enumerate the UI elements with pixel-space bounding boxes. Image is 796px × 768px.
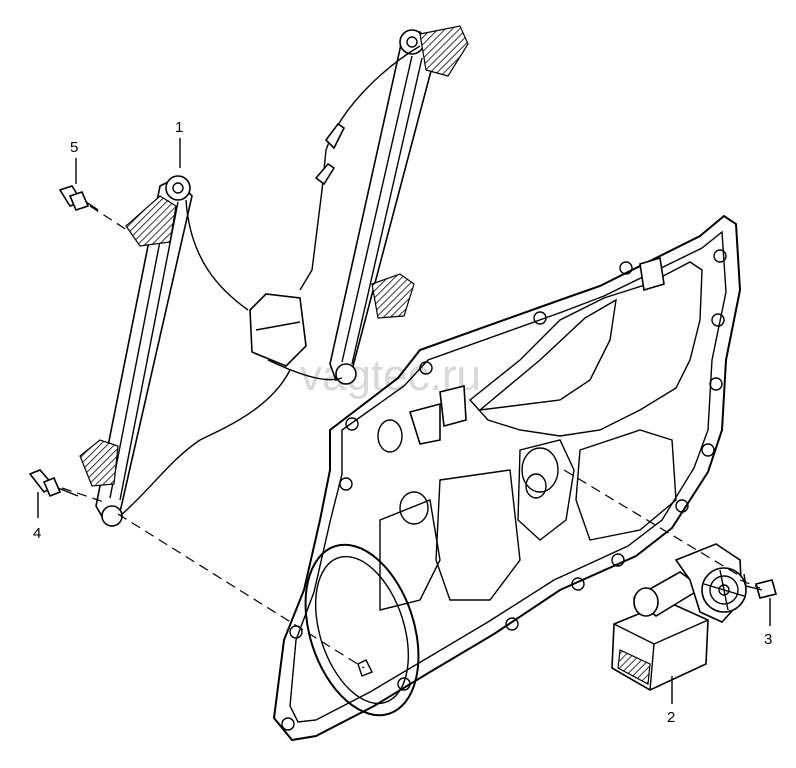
panel-mounting-holes xyxy=(281,249,727,731)
rivet-part-4 xyxy=(28,469,79,498)
callout-label: 5 xyxy=(70,139,78,156)
door-inner-panel xyxy=(272,214,742,742)
screw-part xyxy=(743,573,777,599)
callout-1: 1 xyxy=(175,119,183,168)
callout-5: 5 xyxy=(70,139,78,184)
window-regulator xyxy=(79,25,469,527)
glass-carrier-upper-rear xyxy=(419,25,469,77)
callout-4: 4 xyxy=(33,492,41,542)
window-motor-control-unit xyxy=(611,543,747,691)
glass-carrier-lower-front xyxy=(79,439,119,487)
glass-carrier-lower-rear xyxy=(371,273,415,319)
glass-carrier-upper-front xyxy=(125,195,177,247)
callout-3: 3 xyxy=(764,598,772,648)
rivet-part-5 xyxy=(58,185,99,211)
callout-label: 3 xyxy=(764,631,772,648)
callout-label: 2 xyxy=(667,709,675,726)
callout-label: 1 xyxy=(175,119,183,136)
assembly-alignment-lines xyxy=(61,205,761,669)
callout-label: 4 xyxy=(33,525,41,542)
callout-2: 2 xyxy=(667,676,675,726)
